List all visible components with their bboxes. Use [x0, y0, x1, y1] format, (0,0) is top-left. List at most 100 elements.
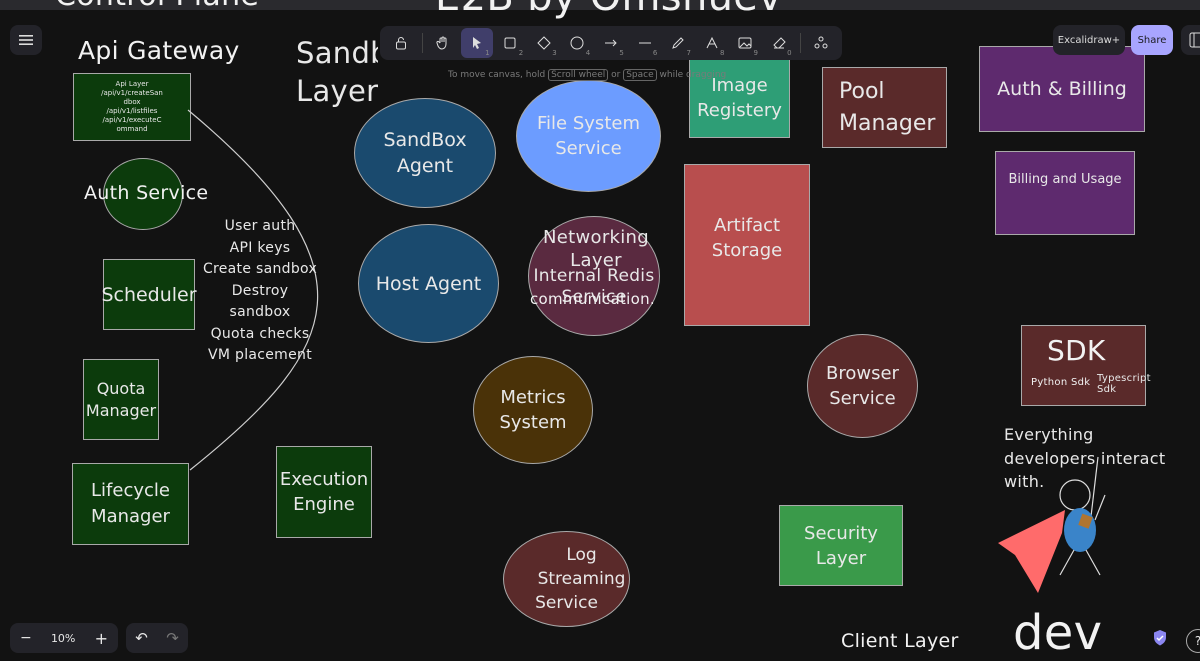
sidebar-icon [1189, 32, 1200, 48]
pool-manager-box[interactable]: Pool Manager [822, 67, 947, 148]
toolbar-divider [421, 33, 423, 53]
note-line: API keys [229, 239, 291, 256]
api-layer-line: Api Layer [115, 80, 149, 88]
hamburger-icon [19, 35, 33, 45]
image-icon[interactable]: 9 [729, 28, 761, 58]
eraser-icon[interactable]: 0 [763, 28, 795, 58]
scheduler-box[interactable]: Scheduler [101, 259, 197, 330]
log-streaming-ellipse[interactable]: Log Streaming Service [503, 531, 630, 627]
hand-icon[interactable] [428, 28, 460, 58]
note-line: Quota checks [210, 325, 310, 342]
everything-line: with. [1004, 472, 1045, 491]
log-streaming-line: Service [535, 593, 598, 613]
artifact-storage-box[interactable]: Artifact Storage [684, 164, 810, 326]
host-agent-ellipse[interactable]: Host Agent [358, 224, 499, 343]
lifecycle-manager-box[interactable]: Lifecycle Manager [72, 463, 189, 545]
python-sdk-label: Python Sdk [1031, 377, 1091, 388]
metrics-ellipse[interactable]: Metrics System [473, 356, 593, 464]
billing-usage-box[interactable]: Billing and Usage [995, 151, 1135, 235]
pencil-icon[interactable]: 7 [662, 28, 694, 58]
responsibilities-notes: User auth API keys Create sandbox Destro… [200, 216, 320, 367]
image-registry-box[interactable]: Image Registery [689, 58, 790, 138]
internal-redis-line: Internal Redis [533, 266, 655, 286]
shortcut-number: 0 [787, 49, 792, 57]
sandbox-agent-ellipse[interactable]: SandBox Agent [354, 98, 496, 208]
lifecycle-line: Manager [91, 506, 170, 527]
redo-button[interactable]: ↷ [166, 629, 179, 647]
security-layer-box[interactable]: Security Layer [779, 505, 903, 586]
shield-icon[interactable] [1152, 629, 1168, 647]
hint-text: or [611, 70, 621, 80]
typescript-sdk-label: Typescript Sdk [1097, 373, 1151, 395]
auth-billing-label: Auth & Billing [997, 78, 1127, 100]
image-registry-line: Registery [697, 100, 782, 121]
artifact-line: Storage [711, 240, 783, 261]
diamond-icon[interactable]: 3 [528, 28, 560, 58]
curved-connector [187, 109, 319, 471]
networking-line: Layer [570, 250, 622, 271]
arrow-icon[interactable]: 5 [595, 28, 627, 58]
file-system-ellipse[interactable]: File System Service [516, 80, 661, 192]
everything-line: Everything [1004, 425, 1094, 444]
extra-tools-icon[interactable] [806, 28, 838, 58]
zoom-level[interactable]: 10% [50, 631, 76, 645]
hint-key: Scroll wheel [548, 69, 609, 81]
api-layer-line: /api/v1/listfiles [106, 107, 158, 115]
note-line: Destroy sandbox [229, 282, 291, 321]
note-line: Create sandbox [202, 261, 318, 277]
rectangle-icon[interactable]: 2 [495, 28, 527, 58]
text-icon[interactable]: 8 [696, 28, 728, 58]
zoom-controls: − 10% + [10, 623, 118, 653]
artifact-line: Artifact [713, 215, 781, 236]
line-icon[interactable]: 6 [629, 28, 661, 58]
networking-text: Networking Layer [530, 226, 662, 272]
typescript-line: Sdk [1097, 384, 1117, 395]
metrics-line: System [499, 412, 567, 433]
shortcut-number: 2 [518, 49, 524, 57]
security-line: Security [804, 522, 878, 544]
note-line: User auth [224, 218, 296, 234]
api-layer-box[interactable]: Api Layer /api/v1/createSan dbox /api/v1… [73, 73, 191, 141]
execution-engine-box[interactable]: Execution Engine [276, 446, 372, 538]
note-line: VM placement [208, 347, 312, 363]
api-layer-line: /api/v1/executeC [102, 116, 162, 124]
excalidraw-plus-button[interactable]: Excalidraw+ [1053, 25, 1125, 55]
auth-service-label: Auth Service [84, 182, 209, 204]
execution-line: Engine [293, 494, 355, 515]
hint-key: Space [623, 69, 657, 81]
quota-manager-line: Manager [85, 400, 157, 420]
sdk-box[interactable] [1021, 325, 1146, 406]
zoom-out-button[interactable]: − [20, 630, 32, 646]
lock-icon[interactable] [385, 28, 417, 58]
networking-line: Networking [543, 227, 649, 248]
dev-label: dev [1013, 605, 1103, 661]
superhero-doodle [998, 456, 1106, 593]
host-agent-label: Host Agent [375, 272, 482, 295]
zoom-in-button[interactable]: + [94, 628, 108, 648]
main-title: E2B by Omshuev [435, 0, 782, 20]
auth-billing-box[interactable]: Auth & Billing [979, 46, 1145, 132]
sandbox-layer-line: Layer [296, 74, 378, 108]
auth-service-circle[interactable] [103, 158, 183, 230]
networking-ellipse[interactable] [528, 216, 660, 336]
shortcut-number: 7 [686, 49, 691, 57]
api-layer-line: /api/v1/createSan [101, 89, 163, 97]
pointer-icon[interactable]: 1 [461, 28, 493, 58]
ellipse-icon[interactable]: 4 [562, 28, 594, 58]
typescript-line: Typescript [1097, 373, 1151, 384]
browser-service-ellipse[interactable]: Browser Service [807, 334, 918, 438]
internal-redis-line: Service [561, 287, 627, 307]
quota-manager-box[interactable]: Quota Manager [83, 359, 159, 440]
security-line: Layer [815, 547, 867, 569]
undo-button[interactable]: ↶ [135, 629, 148, 647]
main-menu-button[interactable] [10, 25, 42, 55]
library-panel-button[interactable] [1181, 25, 1200, 55]
browser-line: Browser [826, 363, 899, 384]
shortcut-number: 3 [552, 49, 557, 57]
share-button[interactable]: Share [1131, 25, 1173, 55]
client-layer-label: Client Layer [841, 630, 959, 652]
api-layer-line: dbox [123, 98, 141, 106]
